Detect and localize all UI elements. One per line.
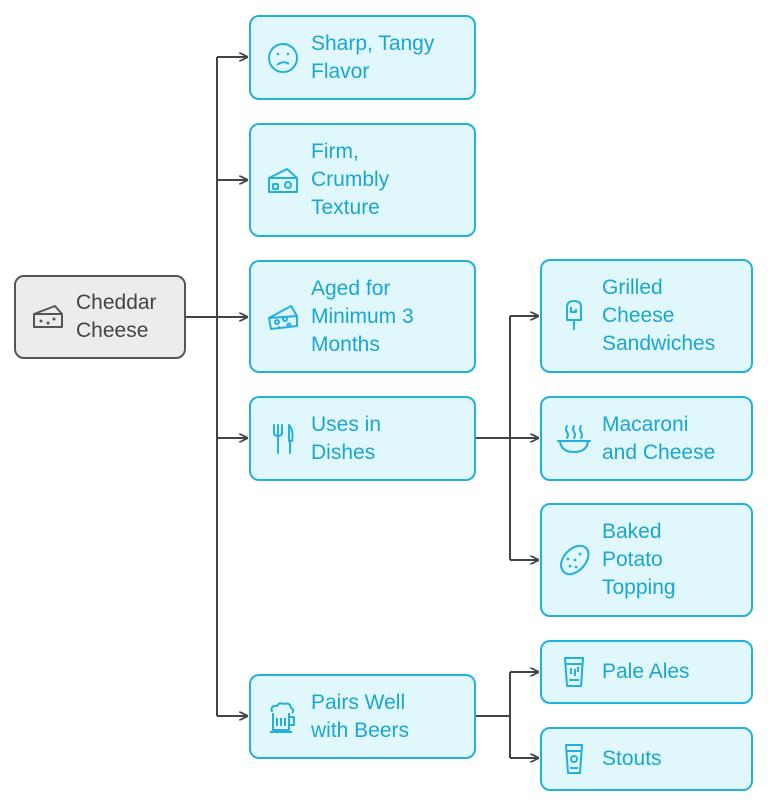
beer-mug-icon bbox=[263, 699, 303, 735]
dish-baked-potato[interactable]: Baked Potato Topping bbox=[540, 503, 753, 617]
pint-glass-icon bbox=[554, 654, 594, 690]
soup-bowl-icon bbox=[554, 422, 594, 456]
confused-face-icon bbox=[263, 41, 303, 75]
cheese-block-icon bbox=[263, 164, 303, 196]
potato-icon bbox=[554, 542, 594, 578]
branch-label: Pairs Well with Beers bbox=[311, 690, 410, 742]
cheese-icon bbox=[28, 302, 68, 332]
dish-label: Grilled Cheese Sandwiches bbox=[602, 276, 716, 355]
fork-knife-icon bbox=[263, 421, 303, 457]
branch-flavor[interactable]: Sharp, Tangy Flavor bbox=[249, 15, 476, 100]
branch-aged[interactable]: Aged for Minimum 3 Months bbox=[249, 260, 476, 373]
beer-label: Stouts bbox=[602, 747, 662, 770]
dish-macaroni[interactable]: Macaroni and Cheese bbox=[540, 396, 753, 481]
branch-texture[interactable]: Firm, Crumbly Texture bbox=[249, 123, 476, 237]
root-label: Cheddar Cheese bbox=[76, 291, 157, 342]
beer-pale-ales[interactable]: Pale Ales bbox=[540, 640, 753, 704]
branch-label: Sharp, Tangy Flavor bbox=[311, 31, 435, 83]
branch-label: Uses in Dishes bbox=[311, 412, 382, 464]
branch-dishes[interactable]: Uses in Dishes bbox=[249, 396, 476, 481]
branch-label: Firm, Crumbly Texture bbox=[311, 140, 390, 219]
branch-label: Aged for Minimum 3 Months bbox=[311, 276, 414, 356]
dish-label: Baked Potato Topping bbox=[602, 520, 676, 599]
beer-label: Pale Ales bbox=[602, 660, 690, 683]
cheese-wedge-icon bbox=[263, 300, 303, 334]
dish-label: Macaroni and Cheese bbox=[602, 412, 716, 464]
root-node[interactable]: Cheddar Cheese bbox=[14, 275, 186, 359]
popsicle-icon bbox=[554, 298, 594, 334]
stout-glass-icon bbox=[554, 741, 594, 777]
branch-beers[interactable]: Pairs Well with Beers bbox=[249, 674, 476, 759]
dish-grilled-cheese[interactable]: Grilled Cheese Sandwiches bbox=[540, 259, 753, 373]
beer-stouts[interactable]: Stouts bbox=[540, 727, 753, 791]
